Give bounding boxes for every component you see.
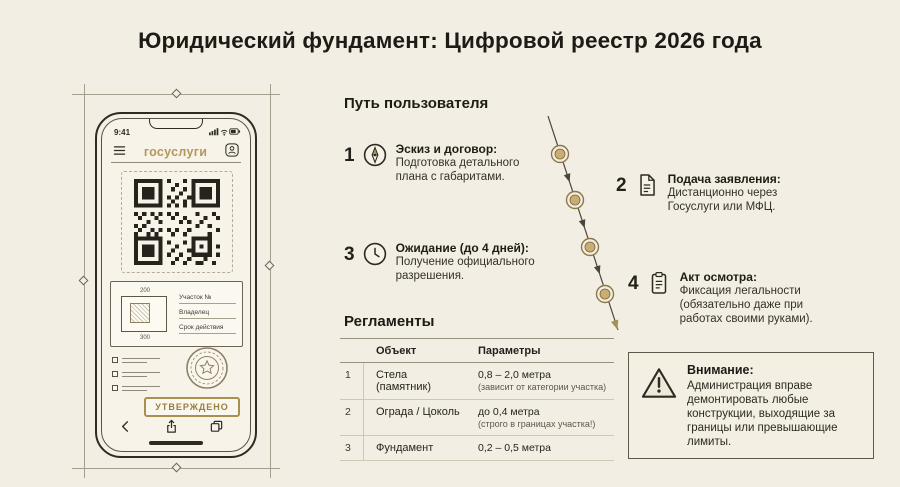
object-cell: Ограда / Цоколь bbox=[376, 406, 460, 418]
journey-step-4: 4 Акт осмотра: Фиксация легальности (обя… bbox=[628, 270, 832, 326]
checklist bbox=[112, 357, 160, 399]
profile-icon bbox=[225, 142, 239, 162]
checklist-item bbox=[112, 385, 160, 391]
clock-icon bbox=[362, 241, 388, 272]
timeline-node-2 bbox=[565, 190, 585, 210]
column-header-object: Объект bbox=[376, 345, 417, 357]
page-title-regular: Юридический фундамент: bbox=[138, 28, 445, 53]
checklist-item bbox=[112, 357, 160, 363]
row-number: 2 bbox=[340, 400, 364, 435]
plot-outline bbox=[121, 296, 167, 332]
step-title: Акт осмотра: bbox=[679, 270, 757, 284]
plot-document-card: 200 300 Участок № Владелец Срок действия bbox=[110, 281, 243, 347]
status-time: 9:41 bbox=[114, 128, 131, 137]
qr-code-frame bbox=[121, 171, 233, 273]
status-bar: 9:41 bbox=[114, 127, 241, 138]
object-cell: Фундамент bbox=[376, 442, 434, 454]
windows-icon bbox=[209, 419, 224, 439]
step-number: 4 bbox=[628, 273, 639, 294]
step-text: Фиксация легальности (обязательно даже п… bbox=[679, 285, 813, 325]
dimension-marker bbox=[264, 260, 275, 271]
compass-icon bbox=[362, 142, 388, 173]
document-fields: Участок № Владелец Срок действия bbox=[179, 287, 236, 341]
dimension-line-right bbox=[270, 84, 271, 478]
phone-screen: 9:41 госуслуги bbox=[101, 118, 251, 452]
table-row: 1 Стела (памятник) 0,8 – 2,0 метра (зави… bbox=[340, 363, 614, 400]
table-row: 2 Ограда / Цоколь до 0,4 метра (строго в… bbox=[340, 400, 614, 436]
dimension-marker bbox=[78, 275, 89, 286]
warning-title: Внимание: bbox=[687, 363, 754, 377]
step-number: 3 bbox=[344, 244, 355, 265]
home-indicator bbox=[149, 441, 203, 445]
step-number: 2 bbox=[616, 175, 627, 196]
checkbox-icon bbox=[112, 357, 118, 363]
table-row: 3 Фундамент 0,2 – 0,5 метра bbox=[340, 436, 614, 461]
dimension-label-bottom: 300 bbox=[139, 335, 150, 341]
signal-wifi-battery-icons bbox=[209, 127, 241, 138]
dimension-marker bbox=[171, 462, 182, 473]
phone-notch bbox=[149, 119, 203, 129]
monument-footprint bbox=[130, 303, 150, 323]
params-cell: до 0,4 метра (строго в границах участка!… bbox=[478, 406, 596, 429]
step-text: Дистанционно через Госуслуги или МФЦ. bbox=[667, 187, 778, 213]
journey-step-1: 1 Эскиз и договор: Подготовка детального… bbox=[344, 142, 524, 185]
approved-badge: УТВЕРЖДЕНО bbox=[144, 397, 240, 417]
step-text: Подготовка детального плана с габаритами… bbox=[395, 157, 520, 183]
back-icon bbox=[118, 419, 133, 439]
params-cell: 0,2 – 0,5 метра bbox=[478, 442, 551, 454]
row-number: 3 bbox=[340, 436, 364, 460]
dimension-marker bbox=[171, 88, 182, 99]
timeline-node-3 bbox=[580, 237, 600, 257]
object-cell: Стела (памятник) bbox=[376, 369, 431, 393]
phone-nav-bar bbox=[118, 419, 224, 439]
timeline-node-1 bbox=[550, 144, 570, 164]
journey-step-2: 2 Подача заявления: Дистанционно через Г… bbox=[616, 172, 792, 215]
page-title: Юридический фундамент: Цифровой реестр 2… bbox=[0, 28, 900, 54]
hamburger-menu-icon bbox=[113, 143, 126, 161]
inspection-clipboard-icon bbox=[646, 270, 672, 301]
journey-heading: Путь пользователя bbox=[344, 95, 489, 112]
timeline-node-4 bbox=[595, 284, 615, 304]
gosuslugi-logo: госуслуги bbox=[143, 145, 208, 159]
row-number: 1 bbox=[340, 363, 364, 399]
warning-box: Внимание: Администрация вправе демонтиро… bbox=[628, 352, 874, 459]
page-title-bold: Цифровой реестр 2026 года bbox=[444, 28, 762, 53]
phone-mockup: 9:41 госуслуги bbox=[95, 112, 257, 458]
step-title: Эскиз и договор: bbox=[395, 142, 498, 156]
regulations-heading: Регламенты bbox=[344, 313, 435, 330]
step-title: Подача заявления: bbox=[667, 172, 781, 186]
dimension-label-top: 200 bbox=[139, 288, 150, 294]
field-validity: Срок действия bbox=[179, 324, 236, 335]
step-number: 1 bbox=[344, 145, 355, 166]
share-icon bbox=[164, 419, 179, 439]
field-owner: Владелец bbox=[179, 309, 236, 320]
column-header-params: Параметры bbox=[478, 345, 541, 357]
params-cell: 0,8 – 2,0 метра (зависит от категории уч… bbox=[478, 369, 607, 392]
checklist-item bbox=[112, 371, 160, 377]
table-header-row: Объект Параметры bbox=[340, 339, 614, 363]
checkbox-icon bbox=[112, 371, 118, 377]
checkbox-icon bbox=[112, 385, 118, 391]
warning-triangle-icon bbox=[640, 366, 678, 405]
regulations-table: Объект Параметры 1 Стела (памятник) 0,8 … bbox=[340, 338, 614, 461]
qr-code bbox=[134, 179, 220, 265]
field-plot-number: Участок № bbox=[179, 294, 236, 305]
step-title: Ожидание (до 4 дней): bbox=[395, 241, 529, 255]
step-text: Получение официального разрешения. bbox=[395, 256, 535, 282]
plot-sketch: 200 300 bbox=[117, 287, 173, 341]
app-header: госуслуги bbox=[111, 142, 241, 163]
application-document-icon bbox=[634, 172, 660, 203]
journey-step-3: 3 Ожидание (до 4 дней): Получение официа… bbox=[344, 241, 546, 284]
warning-text: Администрация вправе демонтировать любые… bbox=[687, 380, 838, 449]
approval-stamp-icon bbox=[184, 345, 230, 396]
